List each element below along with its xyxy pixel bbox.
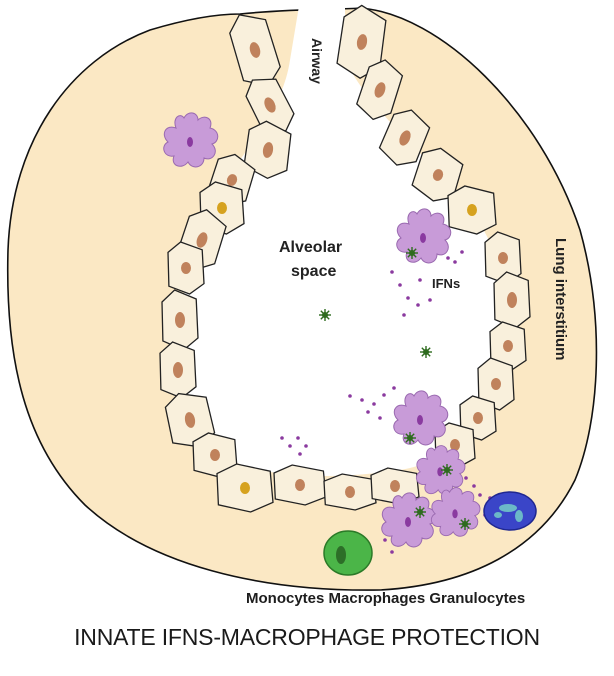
cell-nucleus bbox=[240, 482, 250, 494]
macrophage-nucleus bbox=[420, 233, 426, 243]
ifn-dot bbox=[288, 444, 292, 448]
ifn-dot bbox=[390, 270, 394, 274]
epithelial-cell bbox=[216, 463, 274, 513]
epithelial-cell bbox=[167, 241, 205, 295]
figure-caption: INNATE IFNS-MACROPHAGE PROTECTION bbox=[74, 624, 540, 650]
macrophage-nucleus bbox=[405, 517, 411, 527]
ifns-label: IFNs bbox=[432, 276, 460, 291]
granulocyte-cell bbox=[483, 491, 537, 531]
cell-nucleus bbox=[432, 169, 444, 181]
cell-nucleus bbox=[217, 202, 227, 214]
epithelial-cell bbox=[336, 4, 387, 79]
macrophage-nucleus bbox=[437, 467, 443, 477]
ifn-dot bbox=[360, 398, 364, 402]
alveolar-space-label-line1: Alveolar bbox=[279, 239, 342, 256]
ifn-dot bbox=[428, 298, 432, 302]
ifn-dot bbox=[416, 303, 420, 307]
macrophages bbox=[163, 112, 481, 548]
cell-type-legend: Monocytes Macrophages Granulocytes bbox=[246, 590, 526, 607]
ifn-dot bbox=[304, 444, 308, 448]
ifn-dot bbox=[472, 484, 476, 488]
cell-nucleus bbox=[210, 449, 220, 461]
epithelial-cell bbox=[484, 231, 522, 285]
cell-nucleus bbox=[356, 34, 368, 50]
epithelial-cell bbox=[447, 185, 497, 235]
airway-label: Airway bbox=[309, 38, 325, 84]
ifn-dot bbox=[378, 416, 382, 420]
cell-nucleus bbox=[345, 486, 355, 498]
ifn-dot bbox=[372, 402, 376, 406]
ifn-dot bbox=[398, 283, 402, 287]
macrophage-nucleus bbox=[417, 415, 423, 425]
virus-particle bbox=[441, 464, 453, 476]
cell-nucleus bbox=[491, 378, 501, 390]
cell-nucleus bbox=[467, 204, 477, 216]
cell-nucleus bbox=[374, 82, 386, 98]
virus-particle bbox=[319, 309, 331, 321]
ifn-dot bbox=[296, 436, 300, 440]
cell-nucleus bbox=[173, 362, 183, 378]
virus-particle bbox=[420, 346, 432, 358]
monocyte-cell bbox=[323, 530, 373, 576]
epithelial-cell bbox=[323, 473, 377, 511]
ifn-dot bbox=[402, 313, 406, 317]
ifn-dot bbox=[348, 394, 352, 398]
epithelial-cell bbox=[159, 341, 197, 399]
virus-particle bbox=[459, 518, 471, 530]
epithelial-cell bbox=[355, 59, 404, 121]
cell-nucleus bbox=[450, 439, 460, 451]
ifn-dot bbox=[390, 550, 394, 554]
epithelial-lining bbox=[159, 4, 531, 513]
virus-particle bbox=[414, 506, 426, 518]
cell-nucleus bbox=[507, 292, 517, 308]
epithelial-cell bbox=[245, 78, 295, 132]
epithelial-cell bbox=[161, 289, 199, 351]
macrophage-cell bbox=[163, 112, 219, 168]
cell-nucleus bbox=[249, 42, 261, 58]
ifn-dot bbox=[280, 436, 284, 440]
ifn-dot bbox=[478, 493, 482, 497]
cell-nucleus bbox=[473, 412, 483, 424]
macrophage-cell bbox=[393, 390, 449, 446]
cell-nucleus bbox=[226, 174, 238, 186]
macrophage-cell bbox=[381, 492, 437, 548]
epithelial-cell bbox=[164, 392, 216, 448]
virus-particle bbox=[406, 247, 418, 259]
macrophage-nucleus bbox=[452, 509, 458, 519]
ifn-dot bbox=[366, 410, 370, 414]
ifn-dot bbox=[392, 386, 396, 390]
ifn-dot bbox=[382, 393, 386, 397]
macrophage-cell bbox=[396, 208, 452, 264]
ifn-dot bbox=[464, 476, 468, 480]
cell-nucleus bbox=[503, 340, 513, 352]
ifn-dot bbox=[453, 260, 457, 264]
cell-nucleus bbox=[498, 252, 508, 264]
ifn-dot bbox=[406, 296, 410, 300]
cell-nucleus bbox=[262, 142, 274, 158]
epithelial-cell bbox=[378, 109, 431, 166]
cell-nucleus bbox=[181, 262, 191, 274]
epithelial-cell bbox=[493, 271, 531, 329]
virus-particle bbox=[404, 432, 416, 444]
viruses bbox=[319, 247, 471, 530]
cell-nucleus bbox=[295, 479, 305, 491]
ifn-dot bbox=[446, 256, 450, 260]
cell-nucleus bbox=[184, 412, 196, 428]
epithelial-cell bbox=[273, 464, 327, 506]
ifn-dot bbox=[383, 538, 387, 542]
cell-nucleus bbox=[264, 97, 276, 113]
alveolar-space-label-line2: space bbox=[291, 263, 336, 280]
cell-nucleus bbox=[390, 480, 400, 492]
ifn-dot bbox=[460, 250, 464, 254]
cell-nucleus bbox=[399, 130, 411, 146]
lung-interstitium-label: Lung interstitium bbox=[552, 238, 569, 361]
cell-nucleus bbox=[175, 312, 185, 328]
cell-nucleus bbox=[196, 232, 208, 248]
epithelial-cell bbox=[229, 14, 281, 87]
ifn-dot bbox=[298, 452, 302, 456]
ifn-dot bbox=[418, 278, 422, 282]
macrophage-nucleus bbox=[187, 137, 193, 147]
